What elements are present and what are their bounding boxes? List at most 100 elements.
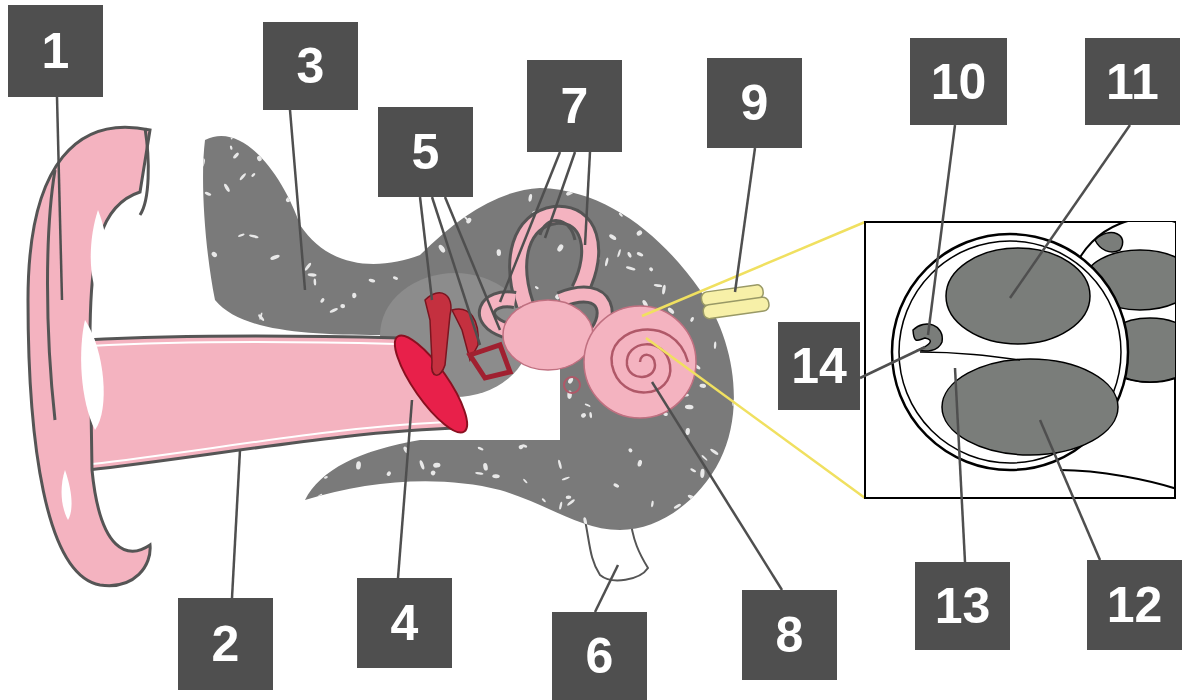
bone-speckle bbox=[512, 408, 518, 414]
canal-lining bbox=[90, 342, 396, 346]
bone-speckle bbox=[293, 127, 299, 133]
bone-speckle bbox=[686, 262, 691, 267]
bone-speckle bbox=[483, 463, 489, 471]
bone-speckle bbox=[613, 483, 620, 489]
bone-speckle bbox=[728, 489, 735, 493]
vestibule bbox=[503, 300, 593, 370]
bone-speckle bbox=[623, 169, 632, 175]
bone-speckle bbox=[583, 517, 588, 525]
bone-speckle bbox=[723, 516, 732, 522]
bone-speckle bbox=[285, 195, 294, 203]
bone-speckle bbox=[352, 293, 357, 299]
bone-speckle bbox=[388, 204, 398, 213]
bone-speckle bbox=[685, 231, 689, 236]
bone-speckle bbox=[325, 211, 332, 216]
bone-speckle bbox=[203, 520, 209, 526]
bone-speckle bbox=[428, 486, 433, 491]
callout-number: 8 bbox=[742, 590, 837, 680]
bone-speckle bbox=[541, 498, 546, 503]
bone-speckle bbox=[291, 493, 298, 501]
bone-speckle bbox=[324, 204, 334, 212]
round-window bbox=[564, 377, 580, 393]
bone-speckle bbox=[546, 413, 552, 422]
bone-speckle bbox=[627, 251, 633, 258]
bone-speckle bbox=[707, 239, 713, 242]
bone-speckle bbox=[230, 145, 233, 150]
bone-speckle bbox=[532, 152, 540, 156]
bone-speckle bbox=[589, 412, 592, 418]
canal-lining bbox=[92, 422, 455, 464]
bone-speckle bbox=[273, 129, 279, 138]
bone-speckle bbox=[565, 188, 575, 196]
bone-speckle bbox=[478, 415, 484, 422]
bone-speckle bbox=[584, 403, 591, 407]
bone-speckle bbox=[658, 178, 664, 187]
bone-speckle bbox=[662, 285, 667, 295]
bone-speckle bbox=[473, 418, 476, 422]
bone-speckle bbox=[259, 312, 263, 320]
bone-speckle bbox=[637, 459, 643, 467]
pinna-fold bbox=[48, 170, 56, 420]
bone-speckle bbox=[386, 471, 392, 477]
bone-speckle bbox=[326, 456, 333, 459]
bone-speckle bbox=[580, 412, 587, 418]
bone-speckle bbox=[322, 233, 328, 242]
bone-speckle bbox=[559, 502, 563, 510]
bone-speckle bbox=[690, 316, 695, 322]
bone-speckle bbox=[662, 161, 671, 170]
bone-speckle bbox=[648, 190, 653, 196]
bone-speckle bbox=[329, 307, 338, 313]
callout-number: 14 bbox=[778, 322, 860, 410]
bone-speckle bbox=[617, 249, 622, 258]
bone-speckle bbox=[713, 157, 719, 165]
bone-speckle bbox=[725, 168, 733, 177]
bone-speckle bbox=[554, 520, 561, 528]
bone-speckle bbox=[620, 169, 625, 177]
bone-speckle bbox=[270, 254, 281, 261]
pinna-highlight bbox=[91, 210, 108, 300]
bone-speckle bbox=[628, 447, 634, 453]
callout-number: 11 bbox=[1085, 38, 1180, 125]
callout-number: 10 bbox=[910, 38, 1007, 125]
bone-speckle bbox=[354, 497, 362, 507]
bone-speckle bbox=[309, 191, 314, 196]
bone-speckle bbox=[746, 438, 752, 443]
pinna bbox=[28, 127, 150, 585]
callout-number: 7 bbox=[527, 60, 622, 152]
bone-speckle bbox=[230, 131, 234, 140]
bone-speckle bbox=[701, 232, 705, 237]
bone-speckle bbox=[341, 156, 346, 161]
bone-speckle bbox=[494, 524, 503, 531]
bone-speckle bbox=[522, 366, 529, 373]
malleus bbox=[425, 293, 451, 375]
bone-speckle bbox=[355, 522, 361, 532]
bone-speckle bbox=[392, 276, 398, 281]
bone-speckle bbox=[249, 234, 259, 239]
bone-speckle bbox=[699, 383, 706, 388]
bone-speckle bbox=[556, 243, 564, 252]
bone-speckle bbox=[413, 238, 418, 247]
bone-speckle bbox=[472, 403, 479, 410]
bone-speckle bbox=[553, 398, 559, 404]
stapes bbox=[470, 345, 510, 378]
bone-speckle bbox=[604, 257, 609, 266]
bone-speckle bbox=[356, 461, 362, 470]
bone-speckle bbox=[276, 466, 281, 471]
bone-speckle bbox=[419, 460, 426, 470]
bone-speckle bbox=[528, 194, 533, 202]
bone-speckle bbox=[517, 521, 526, 529]
bone-speckle bbox=[315, 493, 323, 500]
bone-speckle bbox=[557, 459, 562, 469]
bone-speckle bbox=[736, 385, 744, 391]
bone-speckle bbox=[368, 278, 375, 283]
callout-number: 6 bbox=[552, 612, 647, 700]
bone-speckle bbox=[654, 284, 663, 288]
bone-speckle bbox=[345, 175, 354, 180]
bone-speckle bbox=[232, 152, 239, 160]
bone-speckle bbox=[566, 498, 575, 506]
bone-speckle bbox=[562, 476, 571, 481]
bone-texture bbox=[199, 119, 752, 541]
leader-lines bbox=[57, 97, 1130, 612]
bone-speckle bbox=[687, 494, 696, 501]
